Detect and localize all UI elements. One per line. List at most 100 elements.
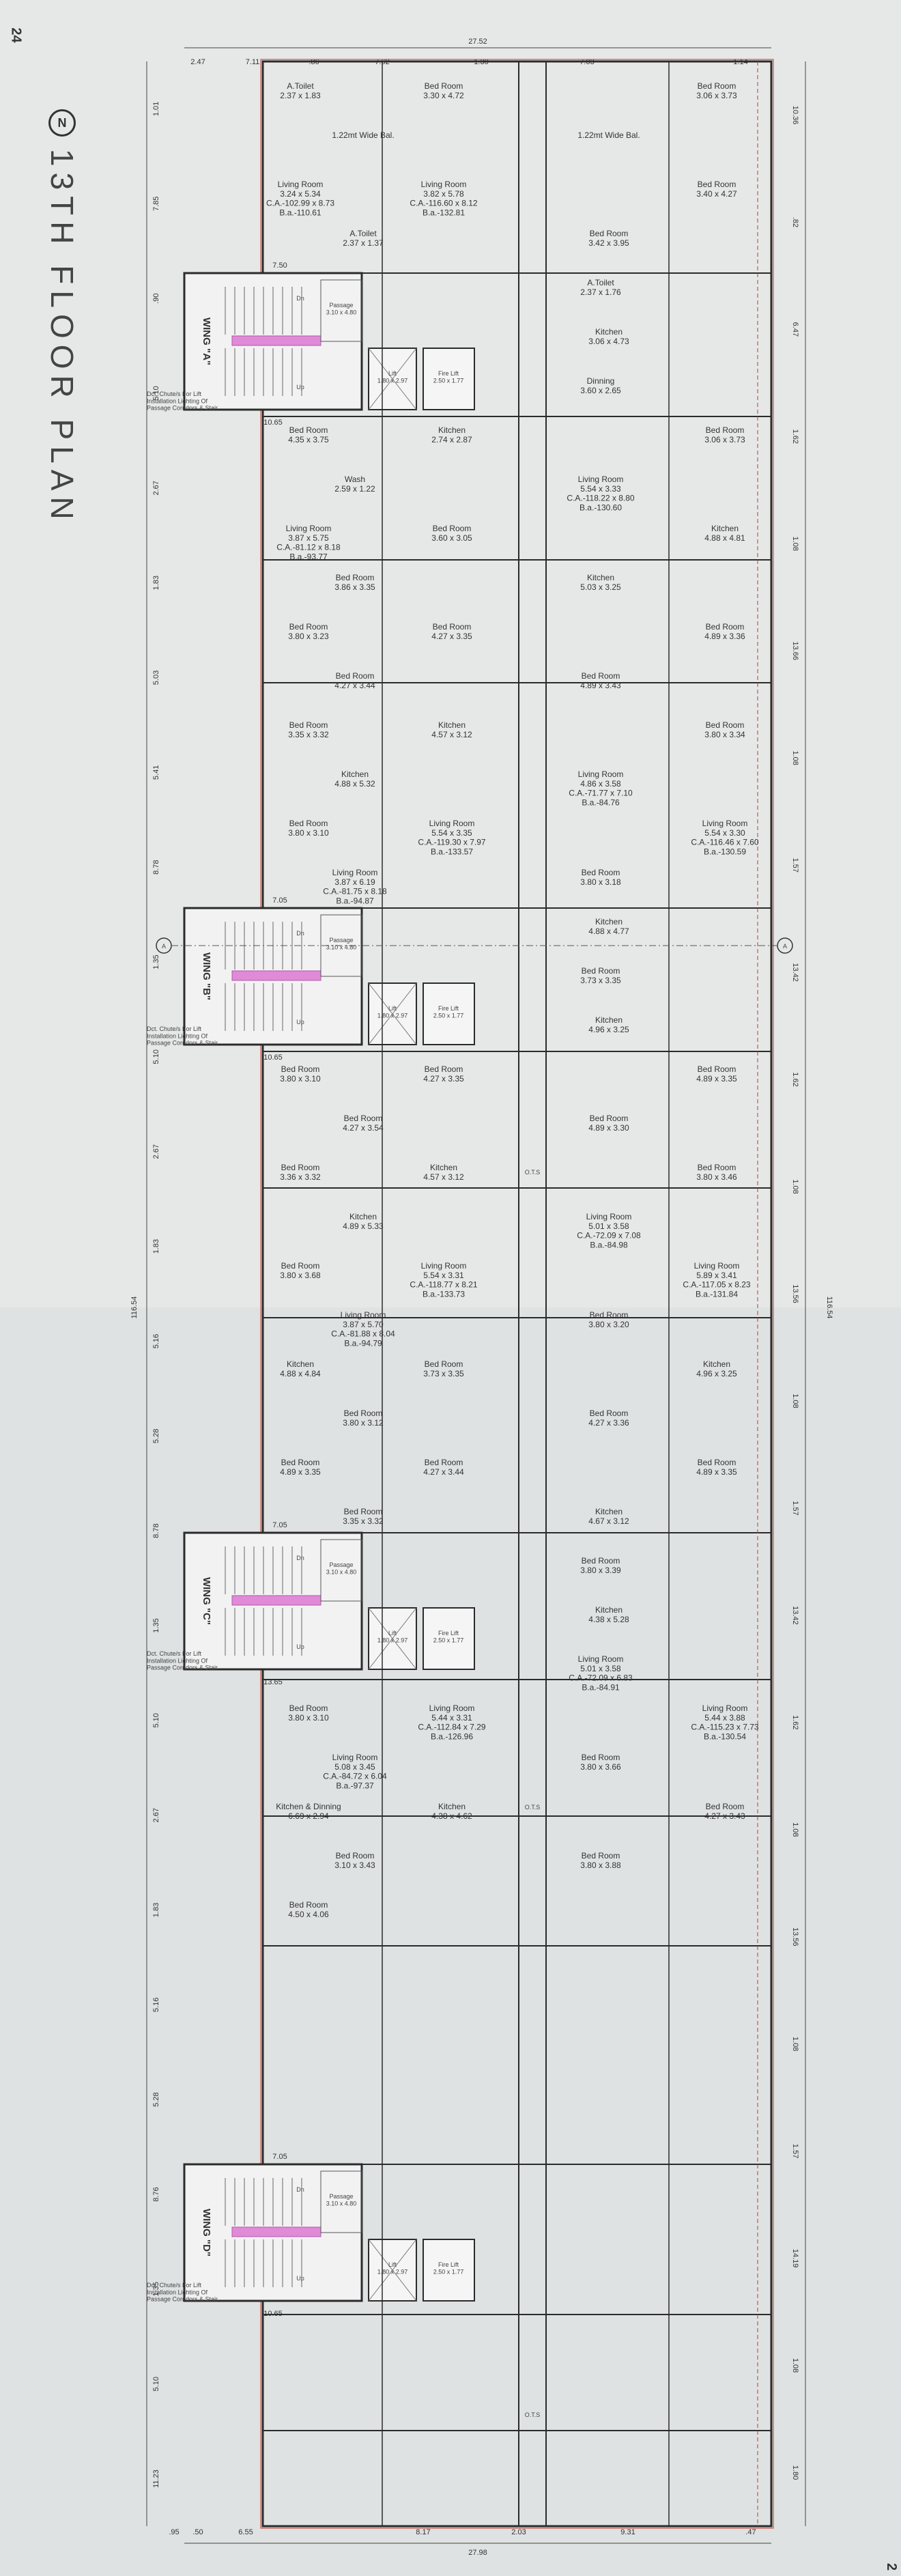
dim-left-segment: 5.10 <box>152 1713 160 1727</box>
dim-right-segment: 13.66 <box>791 641 799 660</box>
dim-left-segment: 5.28 <box>152 1429 160 1443</box>
dim-left-segment: 8.78 <box>152 860 160 874</box>
dim-left-segment: 5.16 <box>152 1334 160 1348</box>
dim-left-segment: 8.76 <box>152 2187 160 2201</box>
dim-right-segment: 1.57 <box>791 2144 799 2158</box>
stair-up-label: Up <box>296 1019 304 1025</box>
stair-handrail <box>231 335 321 346</box>
stair-handrail <box>231 1595 321 1606</box>
ots-label: O.T.S <box>525 2411 541 2418</box>
dim-left-segment: 5.03 <box>152 670 160 685</box>
dim-bottom-segment: .95 <box>169 2528 179 2536</box>
stair-up-label: Up <box>296 384 304 391</box>
lift-cross <box>368 1607 417 1670</box>
passage-box <box>320 279 362 342</box>
dim-right-segment: 1.08 <box>791 2037 799 2051</box>
section-marker-label: A <box>783 943 787 950</box>
dim-bottom-segment: 9.31 <box>620 2528 635 2536</box>
dim-top-overall: 27.52 <box>468 38 487 46</box>
dim-left-segment: 1.83 <box>152 1903 160 1917</box>
dim-right-segment: 13.56 <box>791 1284 799 1303</box>
drawing-sheet-lower-scan <box>0 1307 901 2576</box>
dim-right-segment: .82 <box>791 217 799 227</box>
dim-left-segment: 1.83 <box>152 576 160 590</box>
dim-right-segment: 1.08 <box>791 537 799 551</box>
lift-cross <box>368 348 417 410</box>
fire-lift-shaft <box>423 1607 475 1670</box>
fire-lift-shaft <box>423 982 475 1045</box>
wing-label: WING "C" <box>201 1577 212 1625</box>
dim-left-segment: 5.16 <box>152 1998 160 2012</box>
ots-label: O.T.S <box>525 1169 541 1176</box>
dim-right-segment: 1.08 <box>791 2358 799 2373</box>
stair-dn-label: Dn <box>296 2186 304 2193</box>
dim-left-segment: 1.83 <box>152 1239 160 1254</box>
dim-left-segment: 2.67 <box>152 1144 160 1159</box>
dim-left-segment: 5.41 <box>152 765 160 780</box>
dim-right-segment: 1.57 <box>791 1501 799 1515</box>
stair-handrail <box>231 970 321 981</box>
dim-right-overall: 116.54 <box>825 1297 833 1319</box>
wing-dim-top: 7.50 <box>272 261 287 270</box>
dim-left-segment: 5.10 <box>152 386 160 400</box>
dim-left-segment: .90 <box>152 293 160 303</box>
dim-right-segment: 1.62 <box>791 429 799 444</box>
passage-box <box>320 1539 362 1602</box>
wing-dim-bottom: 10.65 <box>263 419 283 427</box>
passage-box <box>320 2170 362 2233</box>
dim-left-segment: 2.67 <box>152 1808 160 1822</box>
wing-label: WING "D" <box>201 2209 212 2256</box>
wing-dim-top: 7.05 <box>272 2153 287 2161</box>
dim-bottom-segment: .50 <box>192 2528 203 2536</box>
wing-dim-top: 7.05 <box>272 1521 287 1529</box>
passage-box <box>320 914 362 977</box>
ots-label: O.T.S <box>525 1804 541 1811</box>
section-marker-label: A <box>162 943 166 950</box>
stair-dn-label: Dn <box>296 930 304 937</box>
